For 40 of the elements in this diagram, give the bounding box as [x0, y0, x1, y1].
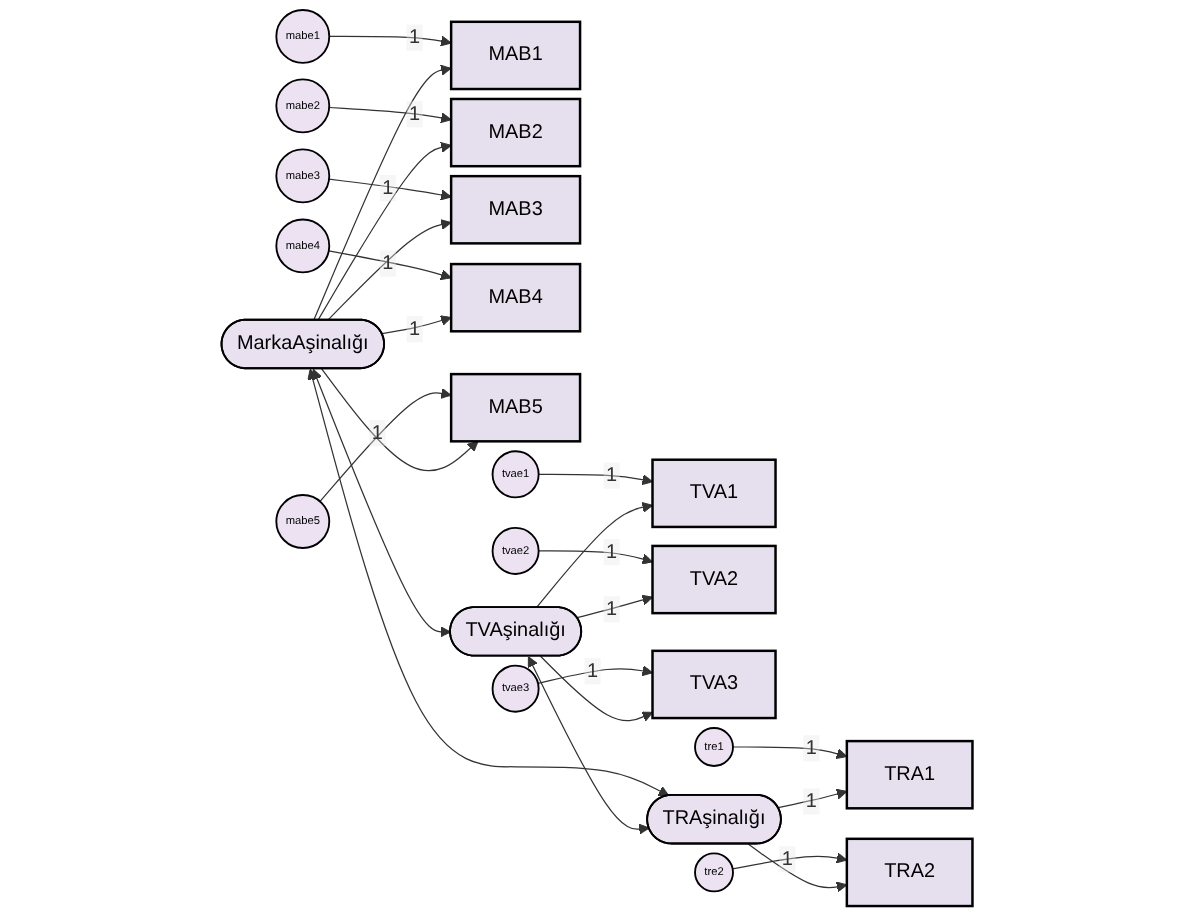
arrow — [307, 368, 670, 797]
node-box: MAB1 — [449, 20, 582, 91]
arrow — [538, 550, 653, 565]
node-box: MAB5 — [449, 372, 582, 443]
arrow — [328, 178, 452, 201]
edge-label: 1 — [382, 177, 394, 200]
arrow — [327, 219, 452, 321]
edge-label: 1 — [805, 737, 817, 760]
edge-label: 1 — [408, 27, 421, 50]
arrow — [538, 473, 653, 486]
edge-label: 1 — [587, 660, 599, 683]
arrow — [313, 64, 452, 321]
arrow — [381, 315, 452, 335]
arrow — [777, 788, 848, 809]
node-box: MAB2 — [449, 97, 582, 168]
edge-label: 1 — [805, 791, 817, 814]
arrow — [328, 35, 452, 47]
arrow — [576, 594, 653, 619]
arrow — [317, 141, 452, 321]
node-box: MAB3 — [449, 174, 582, 245]
edge-label: 1 — [781, 848, 793, 871]
arrow — [535, 501, 653, 609]
node-box: TRA1 — [845, 739, 974, 810]
node-box: TVA1 — [651, 458, 777, 529]
edge-label: 1 — [606, 465, 618, 488]
node-box: MAB4 — [449, 262, 582, 333]
arrow — [321, 368, 479, 472]
arrow — [311, 368, 452, 638]
arrow — [732, 852, 848, 870]
arrow — [537, 665, 653, 684]
edge-label: 1 — [606, 541, 618, 564]
edge-label: 1 — [606, 599, 618, 622]
node-box: TVA2 — [651, 544, 777, 615]
edge-label: 1 — [408, 103, 421, 126]
arrow — [319, 388, 452, 503]
edge-label: 1 — [409, 318, 421, 341]
node-box: TVA3 — [651, 649, 777, 720]
node-box: TRA2 — [845, 837, 974, 908]
arrow — [732, 746, 848, 760]
arrow — [328, 106, 452, 124]
